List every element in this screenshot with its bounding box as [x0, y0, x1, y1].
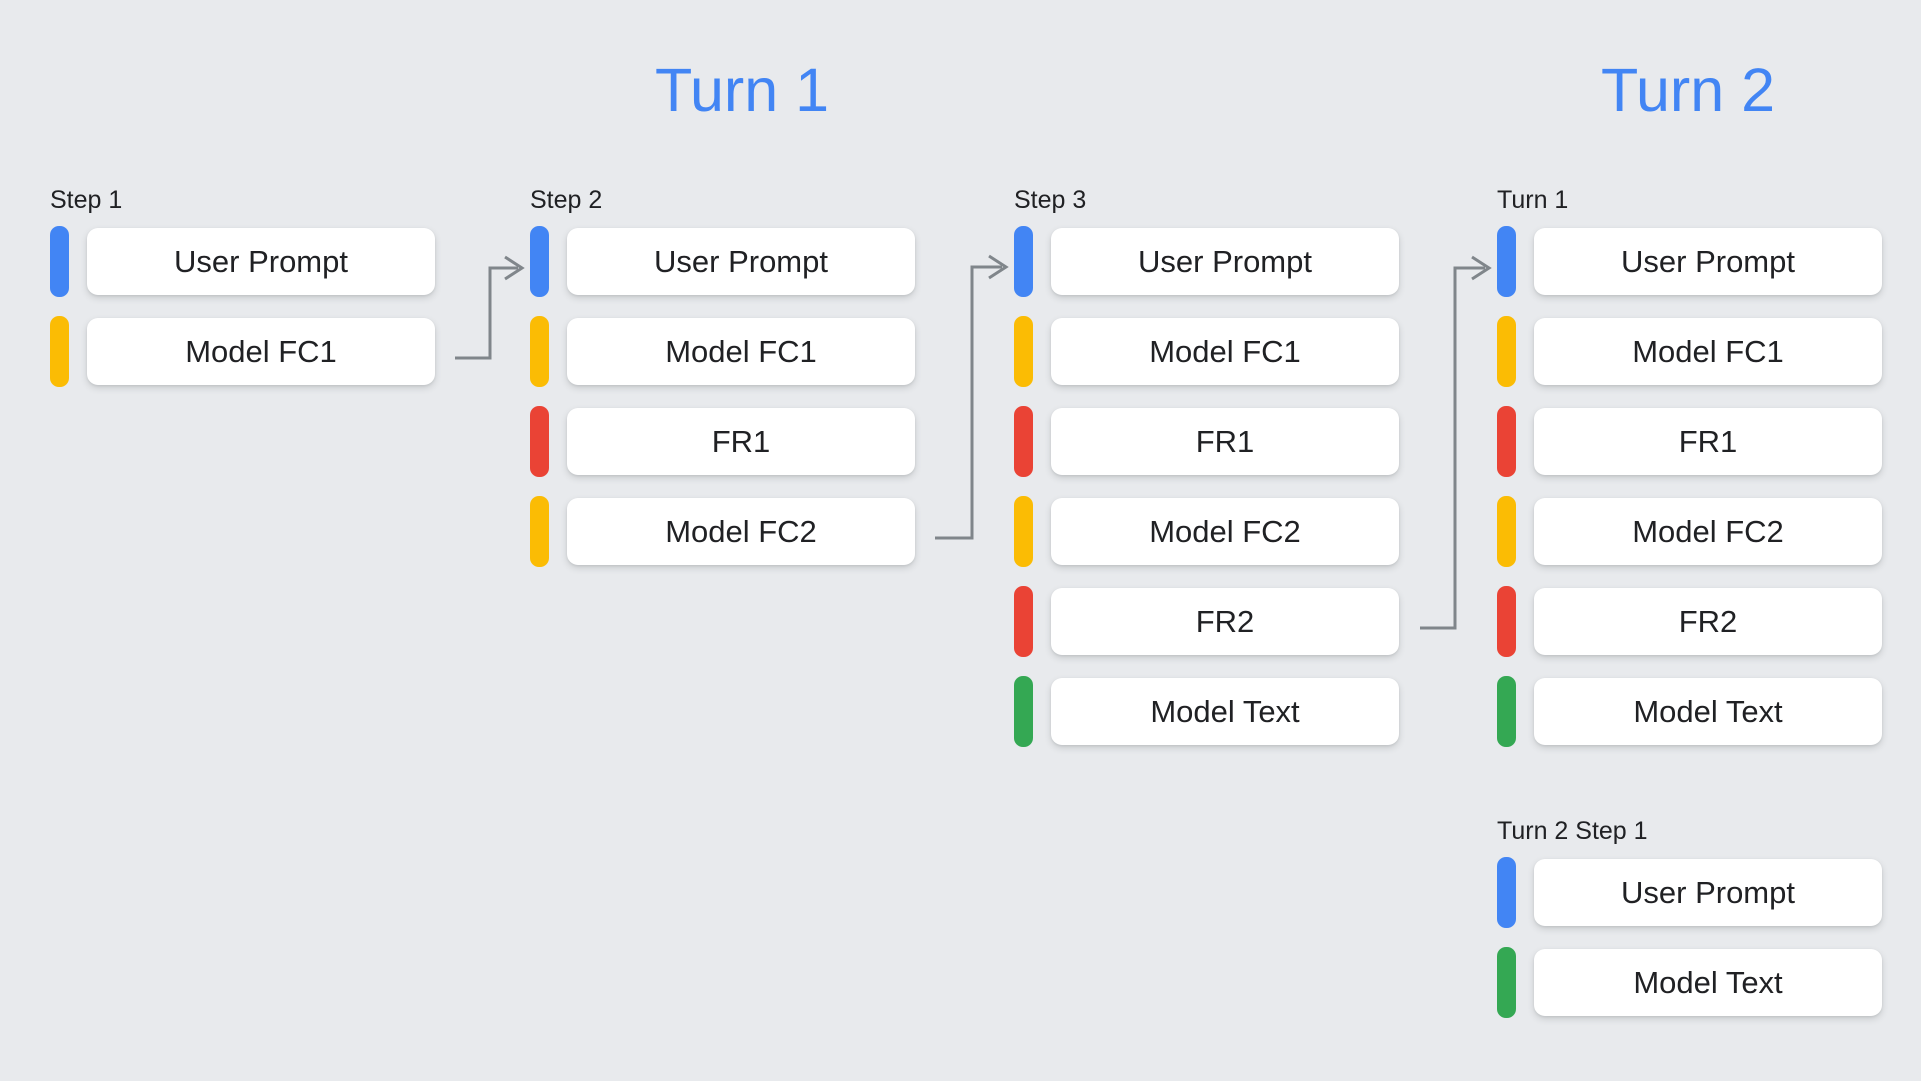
message-card[interactable]: Model Text — [1534, 678, 1882, 745]
role-color-bar-red — [1014, 586, 1033, 657]
message-card[interactable]: FR1 — [1534, 408, 1882, 475]
message-card-label: User Prompt — [174, 244, 348, 279]
message-card[interactable]: Model FC2 — [1534, 498, 1882, 565]
message-card-label: FR2 — [1195, 604, 1255, 639]
message-card-label: FR1 — [1195, 424, 1255, 459]
role-color-bar-yellow — [1497, 496, 1516, 567]
message-card[interactable]: Model Text — [1534, 949, 1882, 1016]
role-color-bar-red — [530, 406, 549, 477]
message-card-label: Model Text — [1150, 694, 1300, 729]
message-card-label: FR2 — [1678, 604, 1738, 639]
message-card-label: User Prompt — [1621, 875, 1795, 910]
role-color-bar-blue — [50, 226, 69, 297]
message-card-label: Model FC1 — [185, 334, 337, 369]
role-color-bar-blue — [1497, 226, 1516, 297]
role-color-bar-green — [1014, 676, 1033, 747]
message-card-label: FR1 — [1678, 424, 1738, 459]
message-card[interactable]: Model FC1 — [1051, 318, 1399, 385]
message-card[interactable]: Model FC2 — [567, 498, 915, 565]
message-card-label: Model FC1 — [1632, 334, 1784, 369]
role-color-bar-blue — [1014, 226, 1033, 297]
message-card-label: Model FC2 — [1632, 514, 1784, 549]
column-label-step-2: Step 2 — [530, 186, 603, 214]
role-color-bar-yellow — [530, 496, 549, 567]
message-card[interactable]: Model FC1 — [567, 318, 915, 385]
message-card-label: User Prompt — [1138, 244, 1312, 279]
turn-heading-1: Turn 1 — [655, 56, 830, 124]
message-card-label: Model FC2 — [1149, 514, 1301, 549]
column-label-step-3: Step 3 — [1014, 186, 1087, 214]
message-card[interactable]: FR1 — [1051, 408, 1399, 475]
column-label-turn2-step1: Turn 2 Step 1 — [1497, 817, 1648, 845]
message-card[interactable]: User Prompt — [87, 228, 435, 295]
role-color-bar-blue — [530, 226, 549, 297]
message-card[interactable]: User Prompt — [1051, 228, 1399, 295]
role-color-bar-yellow — [50, 316, 69, 387]
role-color-bar-yellow — [1014, 496, 1033, 567]
connector-step3-to-turn1 — [1420, 255, 1492, 630]
role-color-bar-green — [1497, 947, 1516, 1018]
role-color-bar-red — [1014, 406, 1033, 477]
message-card-label: User Prompt — [654, 244, 828, 279]
message-card[interactable]: Model FC2 — [1051, 498, 1399, 565]
message-card[interactable]: Model FC1 — [1534, 318, 1882, 385]
role-color-bar-green — [1497, 676, 1516, 747]
connector-step1-to-step2 — [455, 255, 525, 360]
column-label-turn2-turn1: Turn 1 — [1497, 186, 1569, 214]
message-card-label: Model FC1 — [665, 334, 817, 369]
role-color-bar-yellow — [1497, 316, 1516, 387]
role-color-bar-red — [1497, 406, 1516, 477]
column-label-step-1: Step 1 — [50, 186, 123, 214]
role-color-bar-yellow — [530, 316, 549, 387]
role-color-bar-red — [1497, 586, 1516, 657]
message-card[interactable]: FR2 — [1534, 588, 1882, 655]
message-card-label: Model FC1 — [1149, 334, 1301, 369]
message-card[interactable]: User Prompt — [567, 228, 915, 295]
message-card-label: Model FC2 — [665, 514, 817, 549]
message-card[interactable]: User Prompt — [1534, 228, 1882, 295]
message-card[interactable]: FR2 — [1051, 588, 1399, 655]
role-color-bar-yellow — [1014, 316, 1033, 387]
role-color-bar-blue — [1497, 857, 1516, 928]
message-card[interactable]: Model FC1 — [87, 318, 435, 385]
message-card[interactable]: Model Text — [1051, 678, 1399, 745]
message-card-label: User Prompt — [1621, 244, 1795, 279]
message-card-label: Model Text — [1633, 965, 1783, 1000]
message-card[interactable]: User Prompt — [1534, 859, 1882, 926]
message-card-label: FR1 — [711, 424, 771, 459]
turn-heading-2: Turn 2 — [1601, 56, 1776, 124]
connector-step2-to-step3 — [935, 254, 1009, 540]
message-card[interactable]: FR1 — [567, 408, 915, 475]
message-card-label: Model Text — [1633, 694, 1783, 729]
